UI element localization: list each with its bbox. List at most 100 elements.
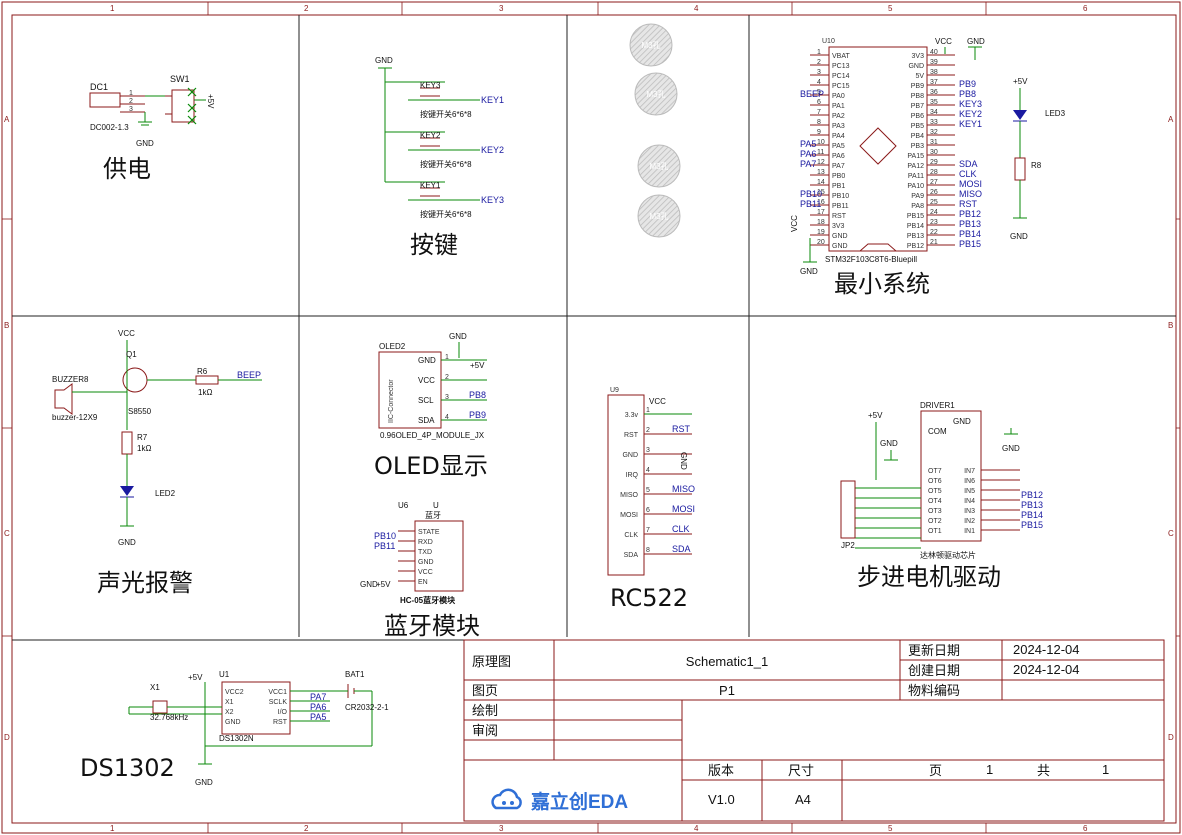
bt-pin-label: VCC [418, 569, 433, 576]
section-title-buzzer: 声光报警 [97, 569, 193, 597]
mcu-pin-number: 25 [930, 199, 938, 206]
bt-pin-label: TXD [418, 549, 432, 556]
r6-ref: R6 [197, 367, 208, 376]
mcu-pin-label: PA10 [907, 183, 924, 190]
mcu-pin-label: PA12 [907, 163, 924, 170]
mcu-pin-number: 20 [817, 239, 825, 246]
r8-ref: R8 [1031, 161, 1042, 170]
mcu-ref: U10 [822, 38, 835, 45]
mcu-pin-label: PB7 [911, 103, 924, 110]
mcu-net-label: PB12 [959, 209, 981, 219]
col-label: 3 [499, 4, 504, 13]
rc522-net-label: SDA [672, 544, 691, 554]
rc522-pin-number: 2 [646, 427, 650, 434]
mcu-pin-label: PA2 [832, 113, 845, 120]
bt-title: 蓝牙 [425, 510, 441, 520]
col-label: 6 [1083, 824, 1088, 833]
mcu-pin-number: 31 [930, 139, 938, 146]
mcu-pin-label: PB6 [911, 113, 924, 120]
svg-text:KEY2: KEY2 [420, 131, 441, 140]
border-labels: 1 2 3 4 5 6 1 2 3 4 5 6 A B C D A B C D [4, 4, 1174, 833]
section-title-ds1302: DS1302 [80, 754, 175, 782]
mcu-section: U10 VBAT1PC132PC143PC154PA05BEEPPA16PA27… [790, 37, 1066, 298]
tb-version: V1.0 [708, 792, 735, 807]
oled-pin-label: SCL [418, 396, 434, 405]
rc522-pin-label: MISO [620, 492, 638, 499]
mcu-pin-number: 19 [817, 229, 825, 236]
led-vcc: +5V [1013, 77, 1028, 86]
dc-part: DC002-1.3 [90, 123, 129, 132]
driver-in-label: IN2 [964, 518, 975, 525]
stepper-vcc: +5V [868, 411, 883, 420]
mcu-pin-label: PB4 [911, 133, 924, 140]
mcu-pin-label: PB12 [907, 243, 924, 250]
mcu-pin-number: 6 [817, 99, 821, 106]
mcu-pin-number: 24 [930, 209, 938, 216]
row-label: A [1168, 115, 1174, 124]
oled-net-label: PB9 [469, 410, 486, 420]
mcu-pin-label: PA8 [911, 203, 924, 210]
hole-label: M3孔 [649, 162, 668, 171]
mcu-pin-label: PB9 [911, 83, 924, 90]
key-switch: KEY3 KEY1 按键开关6*6*8 [385, 81, 504, 119]
mcu-pin-label: PB10 [832, 193, 849, 200]
tb-page: P1 [719, 683, 735, 698]
bt-gnd: GND [360, 580, 378, 589]
led2-ref: LED2 [155, 489, 176, 498]
oled-part: 0.96OLED_4P_MODULE_JX [380, 431, 485, 440]
mcu-pin-number: 35 [930, 99, 938, 106]
mcu-pin-label: PA9 [911, 193, 924, 200]
mcu-pin-number: 1 [817, 49, 821, 56]
rc522-net-label: MISO [672, 484, 695, 494]
mcu-pin-number: 4 [817, 79, 821, 86]
tb-updated: 2024-12-04 [1013, 642, 1080, 657]
row-label: C [1168, 529, 1174, 538]
mcu-pin-label: PA0 [832, 93, 845, 100]
rc522-pin-label: 3.3v [625, 412, 639, 419]
driver-out-label: OT2 [928, 518, 942, 525]
mcu-pin-label: PB1 [832, 183, 845, 190]
bt-ref2: U [433, 501, 439, 510]
keys-section: GND KEY3 KEY1 按键开关6*6*8 KEY2 KEY2 按键开关6*… [375, 56, 504, 259]
tb-page-no: 1 [986, 762, 993, 777]
mcu-pin-number: 17 [817, 209, 825, 216]
driver-in-label: IN7 [964, 468, 975, 475]
mcu-pin-number: 12 [817, 159, 825, 166]
mcu-pin-number: 36 [930, 89, 938, 96]
tb-material-label: 物料编码 [908, 684, 960, 699]
col-label: 1 [110, 824, 115, 833]
section-title-power: 供电 [103, 155, 151, 183]
tb-page-no-label: 页 [929, 764, 942, 779]
mcu-pin-label: PA11 [908, 173, 924, 180]
mcu-pin-label: PB13 [907, 233, 924, 240]
mcu-pin-label: GND [832, 243, 848, 250]
rc522-pin-number: 8 [646, 547, 650, 554]
rc522-net-label: RST [672, 424, 691, 434]
mcu-part: STM32F103C8T6-Bluepill [825, 255, 917, 264]
mcu-gnd: GND [967, 37, 985, 46]
oled-vcc: +5V [470, 361, 485, 370]
driver-net-label: PB14 [1021, 510, 1043, 520]
rc522-pin-label: SDA [624, 552, 639, 559]
mcu-net-label: PB9 [959, 79, 976, 89]
mcu-gnd2: GND [800, 267, 818, 276]
mcu-pin-number: 16 [817, 199, 825, 206]
mcu-net-label: PB15 [959, 239, 981, 249]
power-section: DC1 123 DC002-1.3 GND SW1 +5V 供电 [89, 74, 215, 183]
col-label: 5 [888, 824, 893, 833]
col-label: 4 [694, 824, 699, 833]
col-label: 6 [1083, 4, 1088, 13]
stepper-gnd2: GND [1002, 444, 1020, 453]
mounting-holes: M3孔 M3孔 M3孔 M3孔 [629, 23, 681, 238]
keys-gnd: GND [375, 56, 393, 65]
dc-ref: DC1 [90, 82, 108, 92]
beep-net: BEEP [237, 370, 261, 380]
oled-net-label: PB8 [469, 390, 486, 400]
mcu-pin-number: 14 [817, 179, 825, 186]
mcu-net-label: SDA [959, 159, 978, 169]
mcu-vcc: VCC [935, 37, 952, 46]
bt-pin-label: STATE [418, 529, 440, 536]
mcu-net-label: KEY1 [959, 119, 982, 129]
col-label: 2 [304, 824, 309, 833]
